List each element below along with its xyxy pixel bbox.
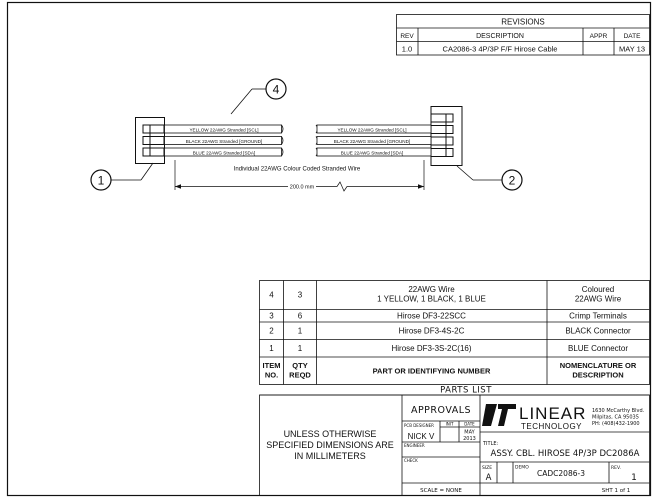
pcb-designer-label: PCB DESIGNER	[404, 423, 434, 428]
title-block-grid	[259, 394, 650, 496]
wire-label-left-blue: BLUE 22AWG Stranded [SDA]	[193, 150, 255, 155]
parts-row-1-item: 1	[269, 344, 274, 353]
balloon-4-label: 4	[273, 83, 280, 97]
wire-label-right-blue: BLUE 22AWG Stranded [SDA]	[341, 150, 403, 155]
dimension-line	[174, 160, 425, 192]
parts-row-4-part-line2: 1 YELLOW, 1 BLACK, 1 BLUE	[377, 295, 486, 304]
parts-list-title: PARTS LIST	[440, 386, 492, 396]
left-connector	[135, 117, 165, 164]
wires-left-segment	[164, 124, 282, 157]
parts-row-3-item: 3	[269, 312, 274, 321]
parts-header-part: PART OR IDENTIFYING NUMBER	[373, 367, 491, 376]
revision-row-date: MAY 13	[619, 45, 645, 54]
pcb-designer-date-line1: MAY	[464, 430, 475, 436]
parts-header-desc-line2: DESCRIPTION	[572, 371, 623, 380]
wire-label-left-black: BLACK 22AWG Stranded [GROUND]	[186, 139, 262, 144]
revision-row-description: CA2086-3 4P/3P F/F Hirose Cable	[443, 45, 558, 54]
balloon-2-label: 2	[509, 174, 516, 188]
sheet-number: SHT 1 of 1	[602, 488, 631, 494]
wire-label-right-black: BLACK 22AWG Stranded [GROUND]	[334, 139, 410, 144]
parts-row-2-part: Hirose DF3-4S-2C	[399, 327, 465, 336]
wire-note: Individual 22AWG Colour Coded Stranded W…	[234, 167, 361, 173]
revisions-col-date: DATE	[624, 33, 642, 40]
parts-row-1-qty: 1	[298, 344, 303, 353]
revisions-col-rev: REV	[400, 33, 414, 40]
notice-line2: SPECIFIED DIMENSIONS ARE	[266, 440, 394, 450]
approvals-col-date: DATE	[464, 422, 475, 427]
parts-row-1-part: Hirose DF3-3S-2C(16)	[391, 344, 471, 353]
company-address-line2: Milpitas, CA 95035	[592, 415, 639, 421]
rev-value: 1	[631, 473, 637, 483]
company-address-line1: 1630 McCarthy Blvd.	[592, 408, 645, 414]
drawing-number: CADC2086-3	[537, 469, 585, 478]
revisions-col-description: DESCRIPTION	[476, 33, 524, 40]
parts-header-item-line2: NO.	[265, 371, 278, 380]
scale-label: SCALE = NONE	[420, 488, 462, 494]
parts-row-2-desc: BLACK Connector	[565, 327, 631, 336]
parts-row-1-desc: BLUE Connector	[568, 344, 628, 353]
size-label: SIZE	[482, 465, 492, 471]
parts-row-4-item: 4	[269, 291, 274, 300]
parts-row-2-qty: 1	[298, 327, 303, 336]
parts-row-4-qty: 3	[298, 291, 303, 300]
wire-label-right-yellow: YELLOW 22AWG Stranded [SCL]	[337, 127, 406, 132]
revisions-table	[396, 14, 650, 56]
engineer-label: ENGINEER	[404, 443, 425, 448]
parts-row-2-item: 2	[269, 327, 274, 336]
company-name-line1: LINEAR	[519, 404, 586, 423]
dimension-arrow-left	[175, 184, 181, 189]
revisions-col-appr: APPR	[590, 33, 608, 40]
balloon-1	[90, 162, 154, 191]
pcb-designer-date-line2: 2013	[463, 436, 476, 442]
demo-label: DEMO	[515, 465, 529, 471]
right-connector	[430, 106, 463, 166]
drawing-title: ASSY. CBL. HIROSE 4P/3P DC2086A	[491, 449, 640, 459]
parts-row-4-desc-line2: 22AWG Wire	[575, 295, 622, 304]
notice-line3: IN MILLIMETERS	[294, 451, 366, 461]
parts-row-4-part-line1: 22AWG Wire	[408, 285, 455, 294]
balloon-4	[230, 78, 287, 115]
parts-header-desc-line1: NOMENCLATURE OR	[560, 361, 637, 370]
linear-technology-logo	[482, 404, 516, 426]
balloon-2	[456, 165, 523, 191]
wires-right-segment	[316, 124, 432, 157]
parts-header-qty-line1: QTY	[292, 361, 307, 370]
rev-label: REV.	[611, 465, 621, 471]
company-name-line2: TECHNOLOGY	[521, 422, 582, 431]
parts-header-item-line1: ITEM	[263, 361, 281, 370]
wire-label-left-yellow: YELLOW 22AWG Stranded [SCL]	[189, 127, 258, 132]
approvals-heading: APPROVALS	[411, 405, 471, 416]
wire-break-marks	[281, 124, 318, 157]
parts-header-qty-line2: REQD	[289, 371, 311, 380]
approvals-col-init: INIT	[446, 422, 454, 427]
parts-row-3-qty: 6	[298, 312, 303, 321]
parts-row-3-desc: Crimp Terminals	[569, 312, 627, 321]
size-value: A	[486, 473, 492, 483]
notice-line1: UNLESS OTHERWISE	[284, 429, 377, 439]
parts-row-4-desc-line1: Coloured	[582, 285, 614, 294]
revisions-heading: REVISIONS	[501, 18, 545, 27]
check-label: CHECK	[404, 458, 418, 463]
balloon-1-label: 1	[98, 174, 105, 188]
company-address-line3: PH: (408)432-1900	[592, 421, 640, 427]
dimension-value: 200.0 mm	[290, 185, 315, 191]
revision-row-rev: 1.0	[402, 45, 412, 54]
dimension-arrow-right	[418, 184, 424, 189]
title-label: TITLE:	[482, 441, 499, 447]
pcb-designer-name: NICK V	[408, 432, 435, 441]
parts-row-3-part: Hirose DF3-22SCC	[397, 312, 466, 321]
